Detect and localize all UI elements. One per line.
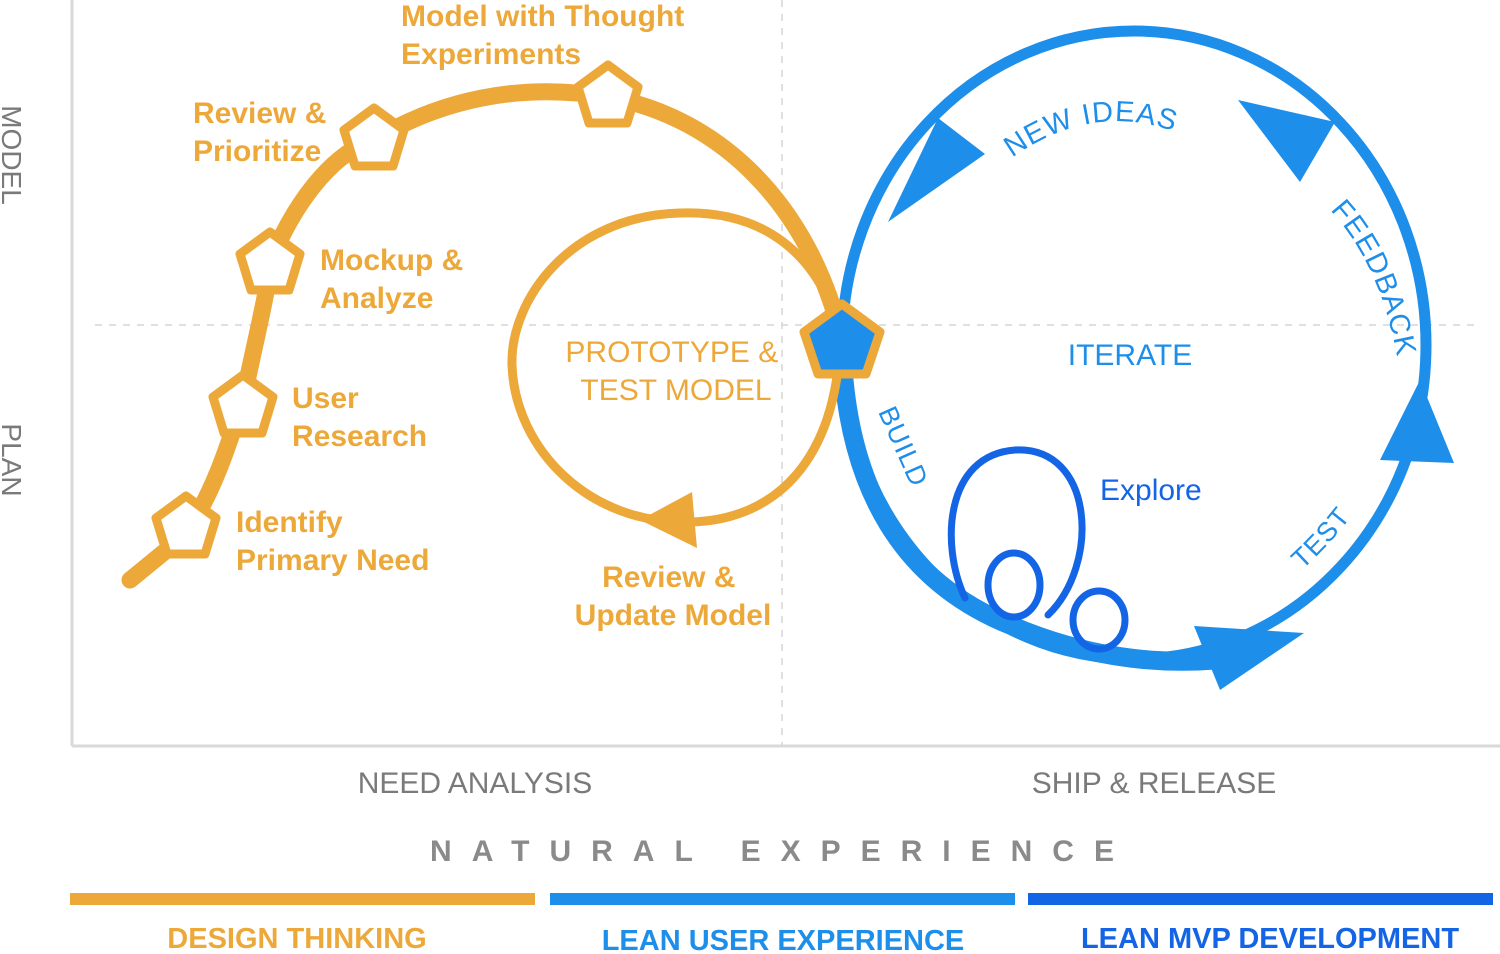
label-build: BUILD xyxy=(872,402,934,491)
natural-experience-title: NATURAL EXPERIENCE xyxy=(430,835,1134,868)
x-axis-label-need-analysis: NEED ANALYSIS xyxy=(358,767,593,800)
arrow-bottom-icon xyxy=(1194,626,1304,690)
arrow-right-icon xyxy=(1380,380,1454,463)
label-feedback: FEEDBACK xyxy=(1325,194,1422,359)
pentagon-review-prioritize-icon xyxy=(339,103,409,171)
pentagon-user-research-icon xyxy=(208,370,278,438)
legend-lean-user-experience: LEAN USER EXPERIENCE xyxy=(602,925,965,954)
step-identify-primary-need: Identify Primary Need xyxy=(236,506,429,577)
pentagon-mockup-icon xyxy=(235,227,305,295)
lean-loop: NEW IDEAS FEEDBACK BUILD TEST ITERATE Ex… xyxy=(832,25,1454,690)
design-thinking-path: Identify Primary Need User Research Mock… xyxy=(121,0,885,632)
prototype-loop-circle xyxy=(507,208,847,527)
step-model-thought-experiments: Model with Thought Experiments xyxy=(401,0,693,71)
bar-lean-mvp xyxy=(1028,893,1493,905)
pentagon-junction-icon xyxy=(799,299,885,379)
arrow-top-right-icon xyxy=(1238,100,1335,182)
pentagon-identify-icon xyxy=(151,491,221,559)
x-axis-label-ship-release: SHIP & RELEASE xyxy=(1032,767,1277,800)
explore-loops xyxy=(947,446,1129,653)
step-review-prioritize: Review & Prioritize xyxy=(193,97,335,168)
label-prototype-test-model: PROTOTYPE & TEST MODEL xyxy=(565,336,786,407)
explore-loop-large xyxy=(947,446,1086,619)
label-new-ideas: NEW IDEAS xyxy=(998,96,1181,164)
lean-loop-build-thick-arc xyxy=(832,340,1225,671)
pentagon-model-thought-icon xyxy=(573,60,643,128)
footer-legend: NATURAL EXPERIENCE DESIGN THINKING LEAN … xyxy=(70,835,1493,954)
legend-design-thinking: DESIGN THINKING xyxy=(167,923,426,954)
arrow-top-left-icon xyxy=(888,118,985,222)
y-axis-label-plan: PLAN xyxy=(0,423,27,496)
legend-lean-mvp-development: LEAN MVP DEVELOPMENT xyxy=(1081,923,1459,954)
step-user-research: User Research xyxy=(292,382,427,453)
y-axis-label-model: MODEL xyxy=(0,105,27,205)
bar-design-thinking xyxy=(70,893,535,905)
label-review-update-model: Review & Update Model xyxy=(575,561,772,632)
bar-lean-ux xyxy=(550,893,1015,905)
step-mockup-analyze: Mockup & Analyze xyxy=(320,244,472,315)
chart-axes: MODEL PLAN NEED ANALYSIS SHIP & RELEASE xyxy=(0,0,1500,800)
prototype-loop-arrow-icon xyxy=(640,492,697,548)
explore-loop-small-left xyxy=(984,549,1044,621)
label-explore: Explore xyxy=(1100,474,1202,507)
label-iterate: ITERATE xyxy=(1068,339,1192,372)
explore-loop-small-right xyxy=(1069,587,1129,653)
